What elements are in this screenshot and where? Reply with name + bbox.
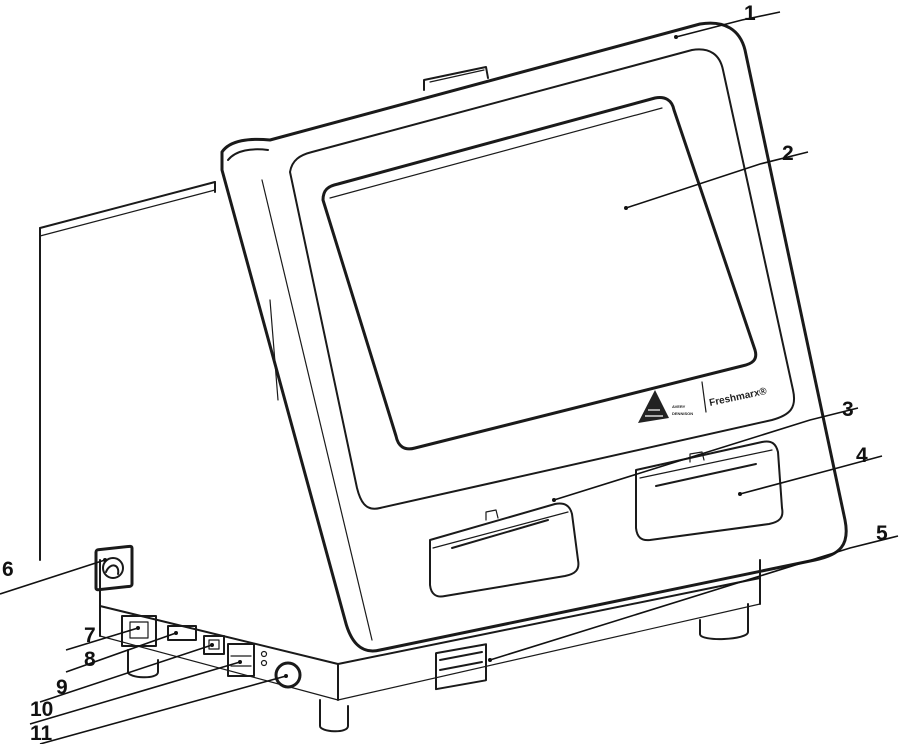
callout-2: 2 xyxy=(782,142,794,165)
device-base xyxy=(127,559,761,733)
label-slot-left xyxy=(429,502,580,598)
callout-labels: 1 2 3 4 5 6 7 8 9 10 11 xyxy=(2,2,888,744)
callout-8: 8 xyxy=(84,648,96,671)
logo-text-line1: AVERY xyxy=(672,404,686,409)
display-screen: AVERY DENNISON Freshmarx® xyxy=(321,96,768,451)
brand-name: Freshmarx® xyxy=(708,386,768,409)
front-port xyxy=(435,643,487,691)
callout-1: 1 xyxy=(744,2,756,25)
callout-5: 5 xyxy=(876,522,888,545)
power-socket xyxy=(94,544,134,592)
logo-text-line2: DENNISON xyxy=(672,411,693,416)
label-slot-right xyxy=(635,440,784,542)
callout-7: 7 xyxy=(84,624,96,647)
device-side-body xyxy=(39,181,339,701)
callout-9: 9 xyxy=(56,676,68,699)
avery-dennison-triangle-logo: AVERY DENNISON xyxy=(638,390,693,423)
rear-ports xyxy=(121,615,302,689)
callout-11: 11 xyxy=(30,722,53,744)
callout-4: 4 xyxy=(856,444,868,467)
leader-lines xyxy=(0,11,899,744)
front-frame xyxy=(220,21,848,653)
callout-10: 10 xyxy=(30,698,53,721)
callout-3: 3 xyxy=(842,398,854,421)
callout-6: 6 xyxy=(2,558,14,581)
